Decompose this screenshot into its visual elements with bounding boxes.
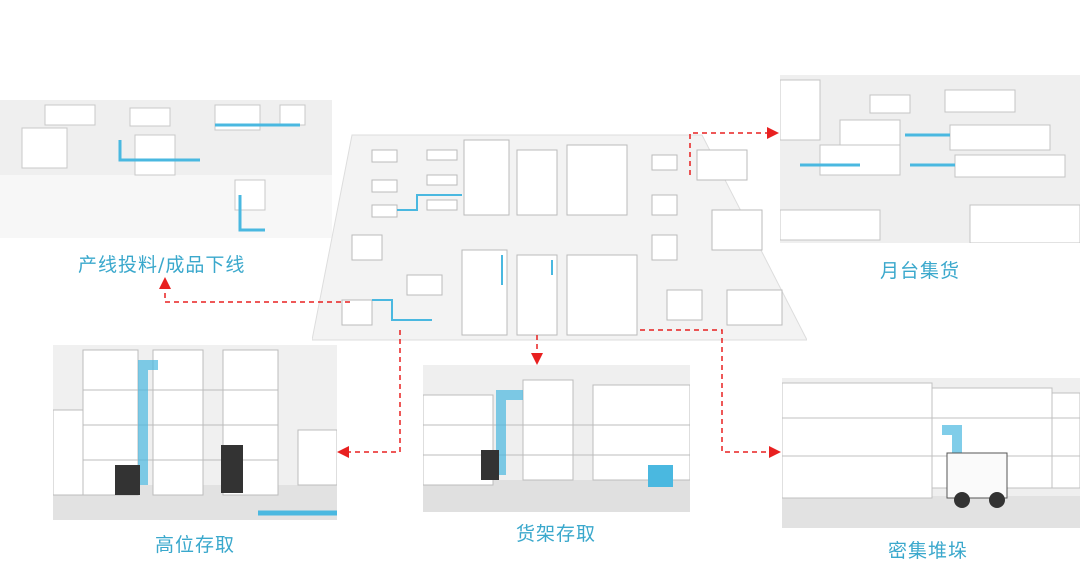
shelf-storage-scene <box>423 365 690 512</box>
high-bay-illustration <box>53 345 337 520</box>
dock-consolidation-scene <box>780 75 1080 243</box>
label-shelf-storage: 货架存取 <box>516 523 597 545</box>
line-feeding-scene <box>0 100 332 238</box>
shelf-illustration <box>423 365 690 512</box>
label-dock-consolidation: 月台集货 <box>880 260 961 282</box>
production-line-illustration <box>0 100 332 238</box>
label-dense-stacking: 密集堆垛 <box>888 540 969 562</box>
label-line-feeding: 产线投料/成品下线 <box>78 254 246 276</box>
dense-stacking-scene <box>782 378 1080 528</box>
dense-stack-illustration <box>782 378 1080 528</box>
warehouse-layout-overview <box>312 125 807 353</box>
warehouse-plan-illustration <box>312 134 807 341</box>
high-bay-scene <box>53 345 337 520</box>
dock-illustration <box>780 75 1080 243</box>
label-high-bay-storage: 高位存取 <box>155 534 236 556</box>
